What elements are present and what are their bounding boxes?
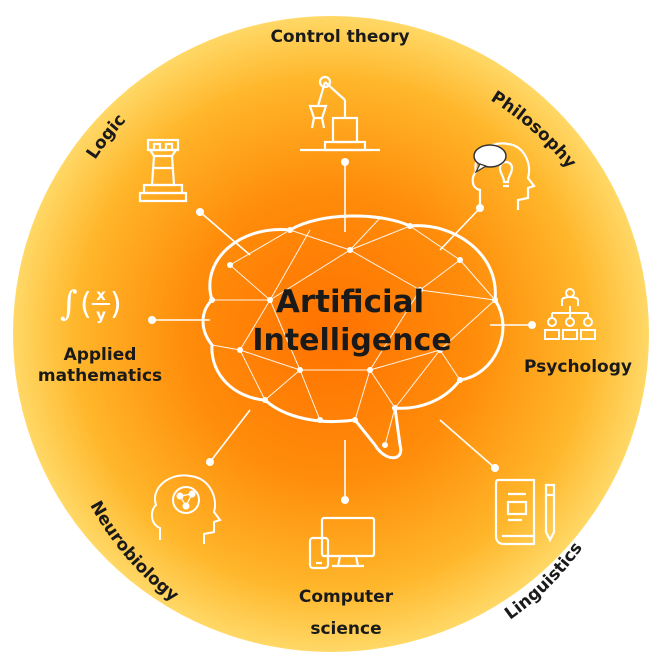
head-lightbulb-icon (471, 142, 536, 210)
hierarchy-people-icon (544, 288, 596, 340)
connector-neurobiology (209, 409, 251, 463)
connector-logic (199, 211, 251, 256)
brain-network-icon (201, 214, 505, 460)
label-applied-math-line1: Applied (64, 345, 137, 365)
integral-fraction-icon: ∫ ( ) x y (60, 284, 122, 324)
connector-dots (148, 158, 536, 504)
center-title-line1: Artificial (276, 284, 424, 320)
devices-icon (308, 516, 376, 570)
svg-text:∫: ∫ (60, 284, 78, 324)
label-computer-science-line1: Computer (299, 587, 394, 607)
head-molecule-icon (150, 474, 222, 544)
svg-text:x: x (96, 286, 106, 304)
chess-rook-icon (138, 138, 188, 203)
speech-bubble-icon (473, 144, 507, 174)
svg-text:(: ( (80, 287, 92, 322)
label-computer-science-line2: science (310, 619, 381, 639)
svg-text:y: y (96, 306, 106, 324)
connector-lines (152, 162, 532, 500)
book-pen-icon (494, 478, 556, 546)
label-control-theory: Control theory (270, 27, 409, 47)
connector-philosophy (439, 207, 481, 251)
robot-arm-icon (300, 75, 380, 152)
svg-text:): ) (110, 287, 122, 322)
label-applied-math-line2: mathematics (38, 366, 162, 386)
connector-linguistics (439, 419, 496, 469)
label-psychology: Psychology (524, 357, 632, 377)
background-disc (13, 16, 649, 652)
center-title-line2: Intelligence (252, 323, 451, 358)
